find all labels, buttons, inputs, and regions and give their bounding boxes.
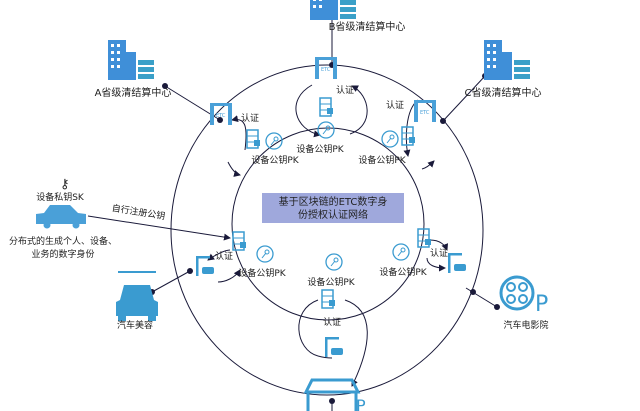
parking-letter: P <box>535 292 548 317</box>
private-key-icon: ⚷ <box>60 177 70 192</box>
etc-gate-icon <box>315 57 337 79</box>
public-key-label: 设备公钥PK <box>358 154 406 166</box>
distributed-identity-line2: 业务的数字身份 <box>31 248 94 260</box>
a-center-label: A省级清结算中心 <box>95 86 172 99</box>
inner-ring <box>231 127 425 321</box>
public-key-icon <box>325 253 343 271</box>
public-key-label: 设备公钥PK <box>307 276 355 288</box>
private-key-label: 设备私钥SK <box>36 191 85 203</box>
auth-label: 认证 <box>241 112 259 124</box>
cinema-label: 汽车电影院 <box>503 319 548 331</box>
public-key-label: 设备公钥PK <box>251 154 299 166</box>
server-icon <box>319 97 334 117</box>
public-key-icon <box>392 243 410 261</box>
server-icon <box>246 129 261 149</box>
c-center-label: C省级清结算中心 <box>465 86 542 99</box>
public-key-label: 设备公钥PK <box>238 267 286 279</box>
public-key-icon <box>317 121 335 139</box>
car-wash-label: 汽车美容 <box>117 319 153 331</box>
server-icon <box>321 289 336 309</box>
self-register-label: 自行注册公钥 <box>111 202 166 222</box>
parking-gate-icon <box>325 337 343 357</box>
auth-label: 认证 <box>430 247 448 259</box>
auth-label: 认证 <box>336 84 354 96</box>
parking-gate-icon <box>196 256 214 276</box>
auth-label: 认证 <box>215 250 233 262</box>
cinema-icon: P <box>499 275 548 317</box>
server-icon <box>417 228 432 248</box>
parking-gate-icon <box>448 253 466 273</box>
public-key-label: 设备公钥PK <box>379 266 427 278</box>
car-wash-icon <box>116 271 158 321</box>
c-center-building-icon <box>484 40 530 80</box>
server-icon <box>401 126 416 146</box>
etc-gate-icon <box>414 100 436 122</box>
center-title-line2: 份授权认证网络 <box>298 208 368 221</box>
center-title-box <box>262 193 404 223</box>
parking-letter: P <box>356 396 366 411</box>
store-icon: P <box>303 378 366 411</box>
car-icon <box>36 205 86 229</box>
connection-dots <box>149 62 500 404</box>
b-center-label: B省级清结算中心 <box>329 20 406 33</box>
public-key-label: 设备公钥PK <box>296 143 344 155</box>
outer-ring <box>170 64 484 396</box>
center-title-line1: 基于区块链的ETC数字身 <box>279 195 388 208</box>
auth-label: 认证 <box>323 316 341 328</box>
distributed-identity-line1: 分布式的生成个人、设备、 <box>9 235 117 247</box>
public-key-icon <box>381 130 399 148</box>
b-center-building-icon <box>310 0 356 20</box>
auth-label: 认证 <box>386 99 404 111</box>
public-key-icon <box>256 245 274 263</box>
a-center-building-icon <box>108 40 154 80</box>
